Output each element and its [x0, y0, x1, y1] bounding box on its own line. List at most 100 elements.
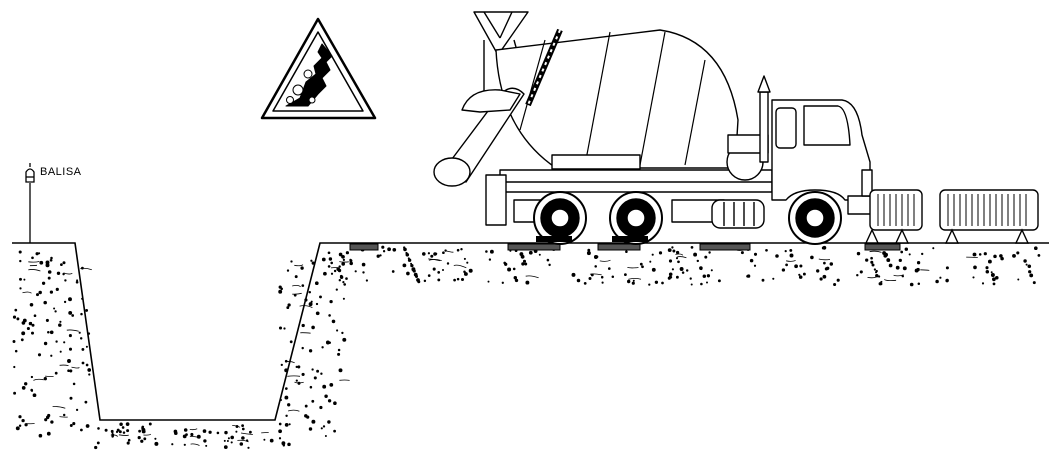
- soil-speckle: [946, 279, 948, 281]
- soil-speckle: [469, 269, 472, 272]
- soil-speckle: [866, 259, 868, 261]
- soil-speckle: [633, 280, 634, 281]
- soil-speckle: [155, 438, 156, 439]
- soil-speckle: [940, 277, 941, 278]
- soil-speckle: [526, 281, 529, 284]
- soil-speckle: [305, 299, 307, 301]
- soil-speckle: [676, 251, 678, 253]
- soil-speckle: [672, 247, 673, 248]
- soil-speckle: [982, 283, 983, 284]
- soil-speckle: [51, 355, 52, 356]
- soil-speckle: [363, 272, 364, 273]
- soil-speckle: [993, 278, 996, 281]
- soil-speckle: [76, 409, 77, 410]
- soil-speckle: [382, 246, 384, 248]
- soil-speckle: [418, 281, 420, 283]
- soil-speckle: [342, 332, 343, 333]
- trench-profile: [12, 243, 1049, 420]
- soil-speckle: [302, 347, 303, 348]
- soil-speckle: [694, 253, 697, 256]
- soil-speckle: [339, 369, 342, 372]
- soil-speckle: [32, 324, 34, 326]
- soil-speckle: [172, 444, 173, 445]
- soil-speckle: [184, 444, 185, 445]
- soil-speckle: [334, 402, 337, 405]
- soil-speckle: [986, 267, 988, 269]
- soil-speckle: [754, 265, 755, 266]
- soil-speckle: [974, 266, 977, 269]
- soil-speckle: [933, 248, 934, 249]
- soil-speckle: [443, 252, 445, 254]
- soil-speckle: [1033, 282, 1035, 284]
- soil-speckle: [860, 271, 862, 273]
- soil-speckle: [50, 291, 52, 293]
- soil-speckle: [231, 436, 234, 439]
- soil-scratch: [628, 278, 641, 279]
- soil-speckle: [338, 349, 340, 351]
- soil-speckle: [95, 446, 97, 448]
- soil-speckle: [366, 280, 367, 281]
- soil-speckle: [13, 316, 15, 318]
- soil-speckle: [915, 269, 918, 272]
- soil-speckle: [411, 264, 413, 266]
- soil-speckle: [302, 324, 304, 326]
- soil-speckle: [442, 269, 443, 270]
- soil-speckle: [73, 423, 75, 425]
- soil-speckle: [50, 259, 52, 261]
- soil-speckle: [127, 442, 129, 444]
- soil-speckle: [19, 251, 21, 253]
- soil-speckle: [612, 276, 614, 278]
- soil-speckle: [624, 274, 626, 276]
- soil-speckle: [676, 276, 678, 278]
- soil-speckle: [786, 264, 788, 266]
- soil-speckle: [457, 249, 459, 251]
- soil-speckle: [73, 383, 75, 385]
- soil-speckle: [490, 250, 493, 253]
- soil-speckle: [144, 438, 146, 440]
- soil-speckle: [224, 446, 227, 449]
- soil-speckle: [127, 430, 129, 432]
- soil-speckle: [80, 338, 81, 339]
- soil-speckle: [946, 267, 948, 269]
- soil-speckle: [20, 288, 21, 289]
- soil-speckle: [803, 273, 805, 275]
- soil-speckle: [539, 254, 540, 255]
- soil-speckle: [328, 252, 330, 254]
- soil-speckle: [301, 267, 303, 269]
- soil-speckle: [296, 366, 297, 367]
- soil-speckle: [464, 258, 465, 259]
- soil-speckle: [64, 301, 65, 302]
- soil-speckle: [325, 395, 327, 397]
- road-patch: [700, 244, 750, 250]
- soil-speckle: [413, 270, 415, 272]
- soil-speckle: [149, 423, 151, 425]
- soil-speckle: [320, 406, 322, 408]
- soil-speckle: [707, 282, 708, 283]
- soil-speckle: [209, 431, 211, 433]
- soil-scratch: [190, 436, 198, 437]
- soil-speckle: [184, 429, 187, 432]
- cab-window-rear: [776, 108, 796, 148]
- soil-speckle: [302, 285, 304, 287]
- soil-scratch: [868, 277, 877, 278]
- soil-speckle: [824, 262, 826, 264]
- soil-speckle: [32, 257, 34, 259]
- soil-speckle: [287, 307, 289, 309]
- soil-speckle: [290, 341, 292, 343]
- soil-speckle: [39, 253, 40, 254]
- soil-speckle: [936, 280, 939, 283]
- soil-speckle: [311, 301, 312, 302]
- soil-speckle: [31, 389, 33, 391]
- soil-speckle: [203, 430, 206, 433]
- soil-scratch: [454, 265, 467, 268]
- soil-speckle: [322, 258, 325, 261]
- soil-speckle: [217, 432, 219, 434]
- soil-scratch: [675, 254, 682, 255]
- soil-speckle: [673, 250, 675, 252]
- soil-speckle: [81, 429, 83, 431]
- soil-speckle: [321, 428, 322, 429]
- soil-scratch: [53, 406, 66, 408]
- soil-speckle: [311, 260, 312, 261]
- soil-speckle: [889, 264, 892, 267]
- soil-speckle: [922, 253, 923, 254]
